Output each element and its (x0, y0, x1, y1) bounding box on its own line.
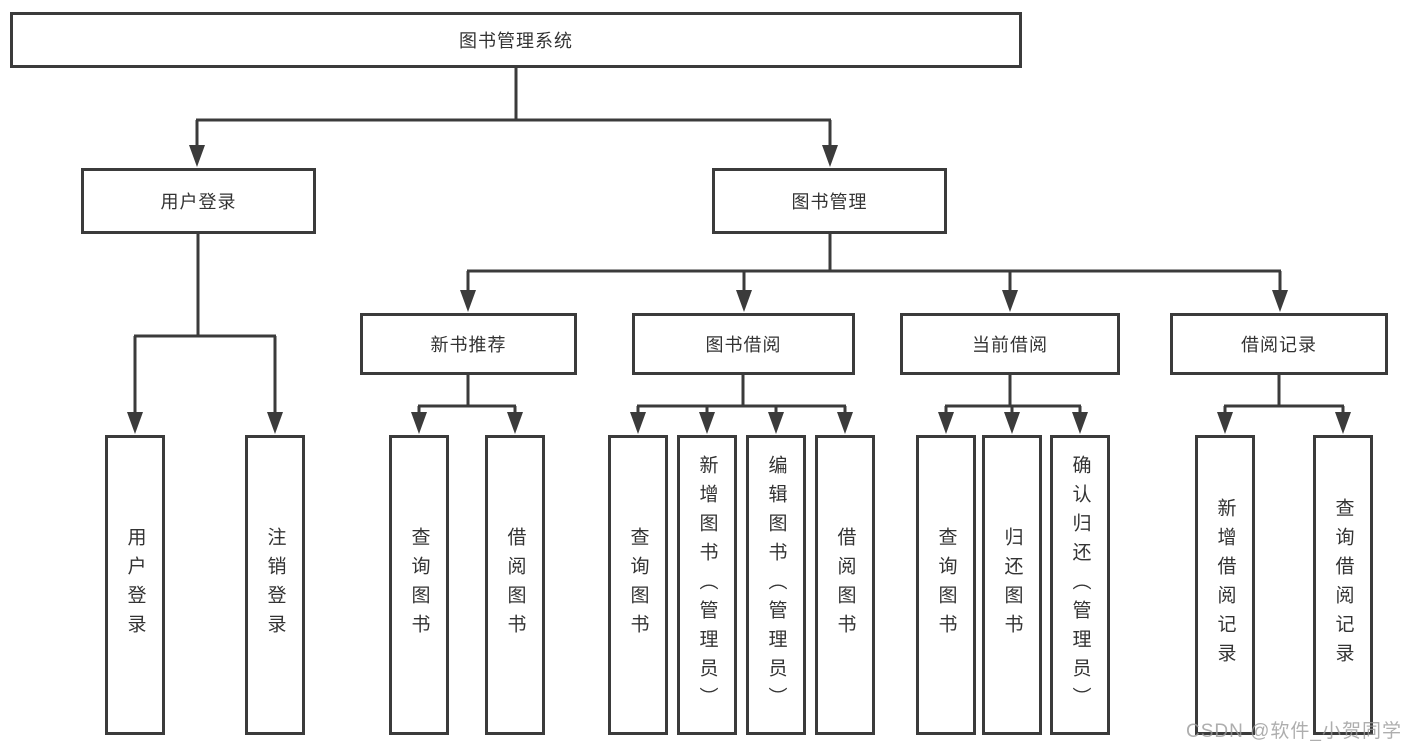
node-current-borrow: 当前借阅 (900, 313, 1120, 375)
csdn-watermark: CSDN @软件_小贺同学 (1186, 721, 1402, 742)
node-book-management: 图书管理 (712, 168, 947, 234)
node-new-book-recommend: 新书推荐 (360, 313, 577, 375)
leaf-current-confirm-admin: 确认归还（管理员） (1050, 435, 1110, 735)
leaf-current-return: 归还图书 (982, 435, 1042, 735)
leaf-newbooks-query: 查询图书 (389, 435, 449, 735)
leaf-user-login: 用户登录 (105, 435, 165, 735)
leaf-records-query: 查询借阅记录 (1313, 435, 1373, 735)
leaf-borrow-query: 查询图书 (608, 435, 668, 735)
leaf-borrow-add-admin: 新增图书（管理员） (677, 435, 737, 735)
node-book-borrow: 图书借阅 (632, 313, 855, 375)
leaf-newbooks-borrow: 借阅图书 (485, 435, 545, 735)
node-root: 图书管理系统 (10, 12, 1022, 68)
leaf-borrow-borrow: 借阅图书 (815, 435, 875, 735)
leaf-borrow-edit-admin: 编辑图书（管理员） (746, 435, 806, 735)
node-borrow-records: 借阅记录 (1170, 313, 1388, 375)
tree-edges (133, 68, 1345, 414)
leaf-records-add: 新增借阅记录 (1195, 435, 1255, 735)
node-user-login: 用户登录 (81, 168, 316, 234)
leaf-current-query: 查询图书 (916, 435, 976, 735)
leaf-logout: 注销登录 (245, 435, 305, 735)
